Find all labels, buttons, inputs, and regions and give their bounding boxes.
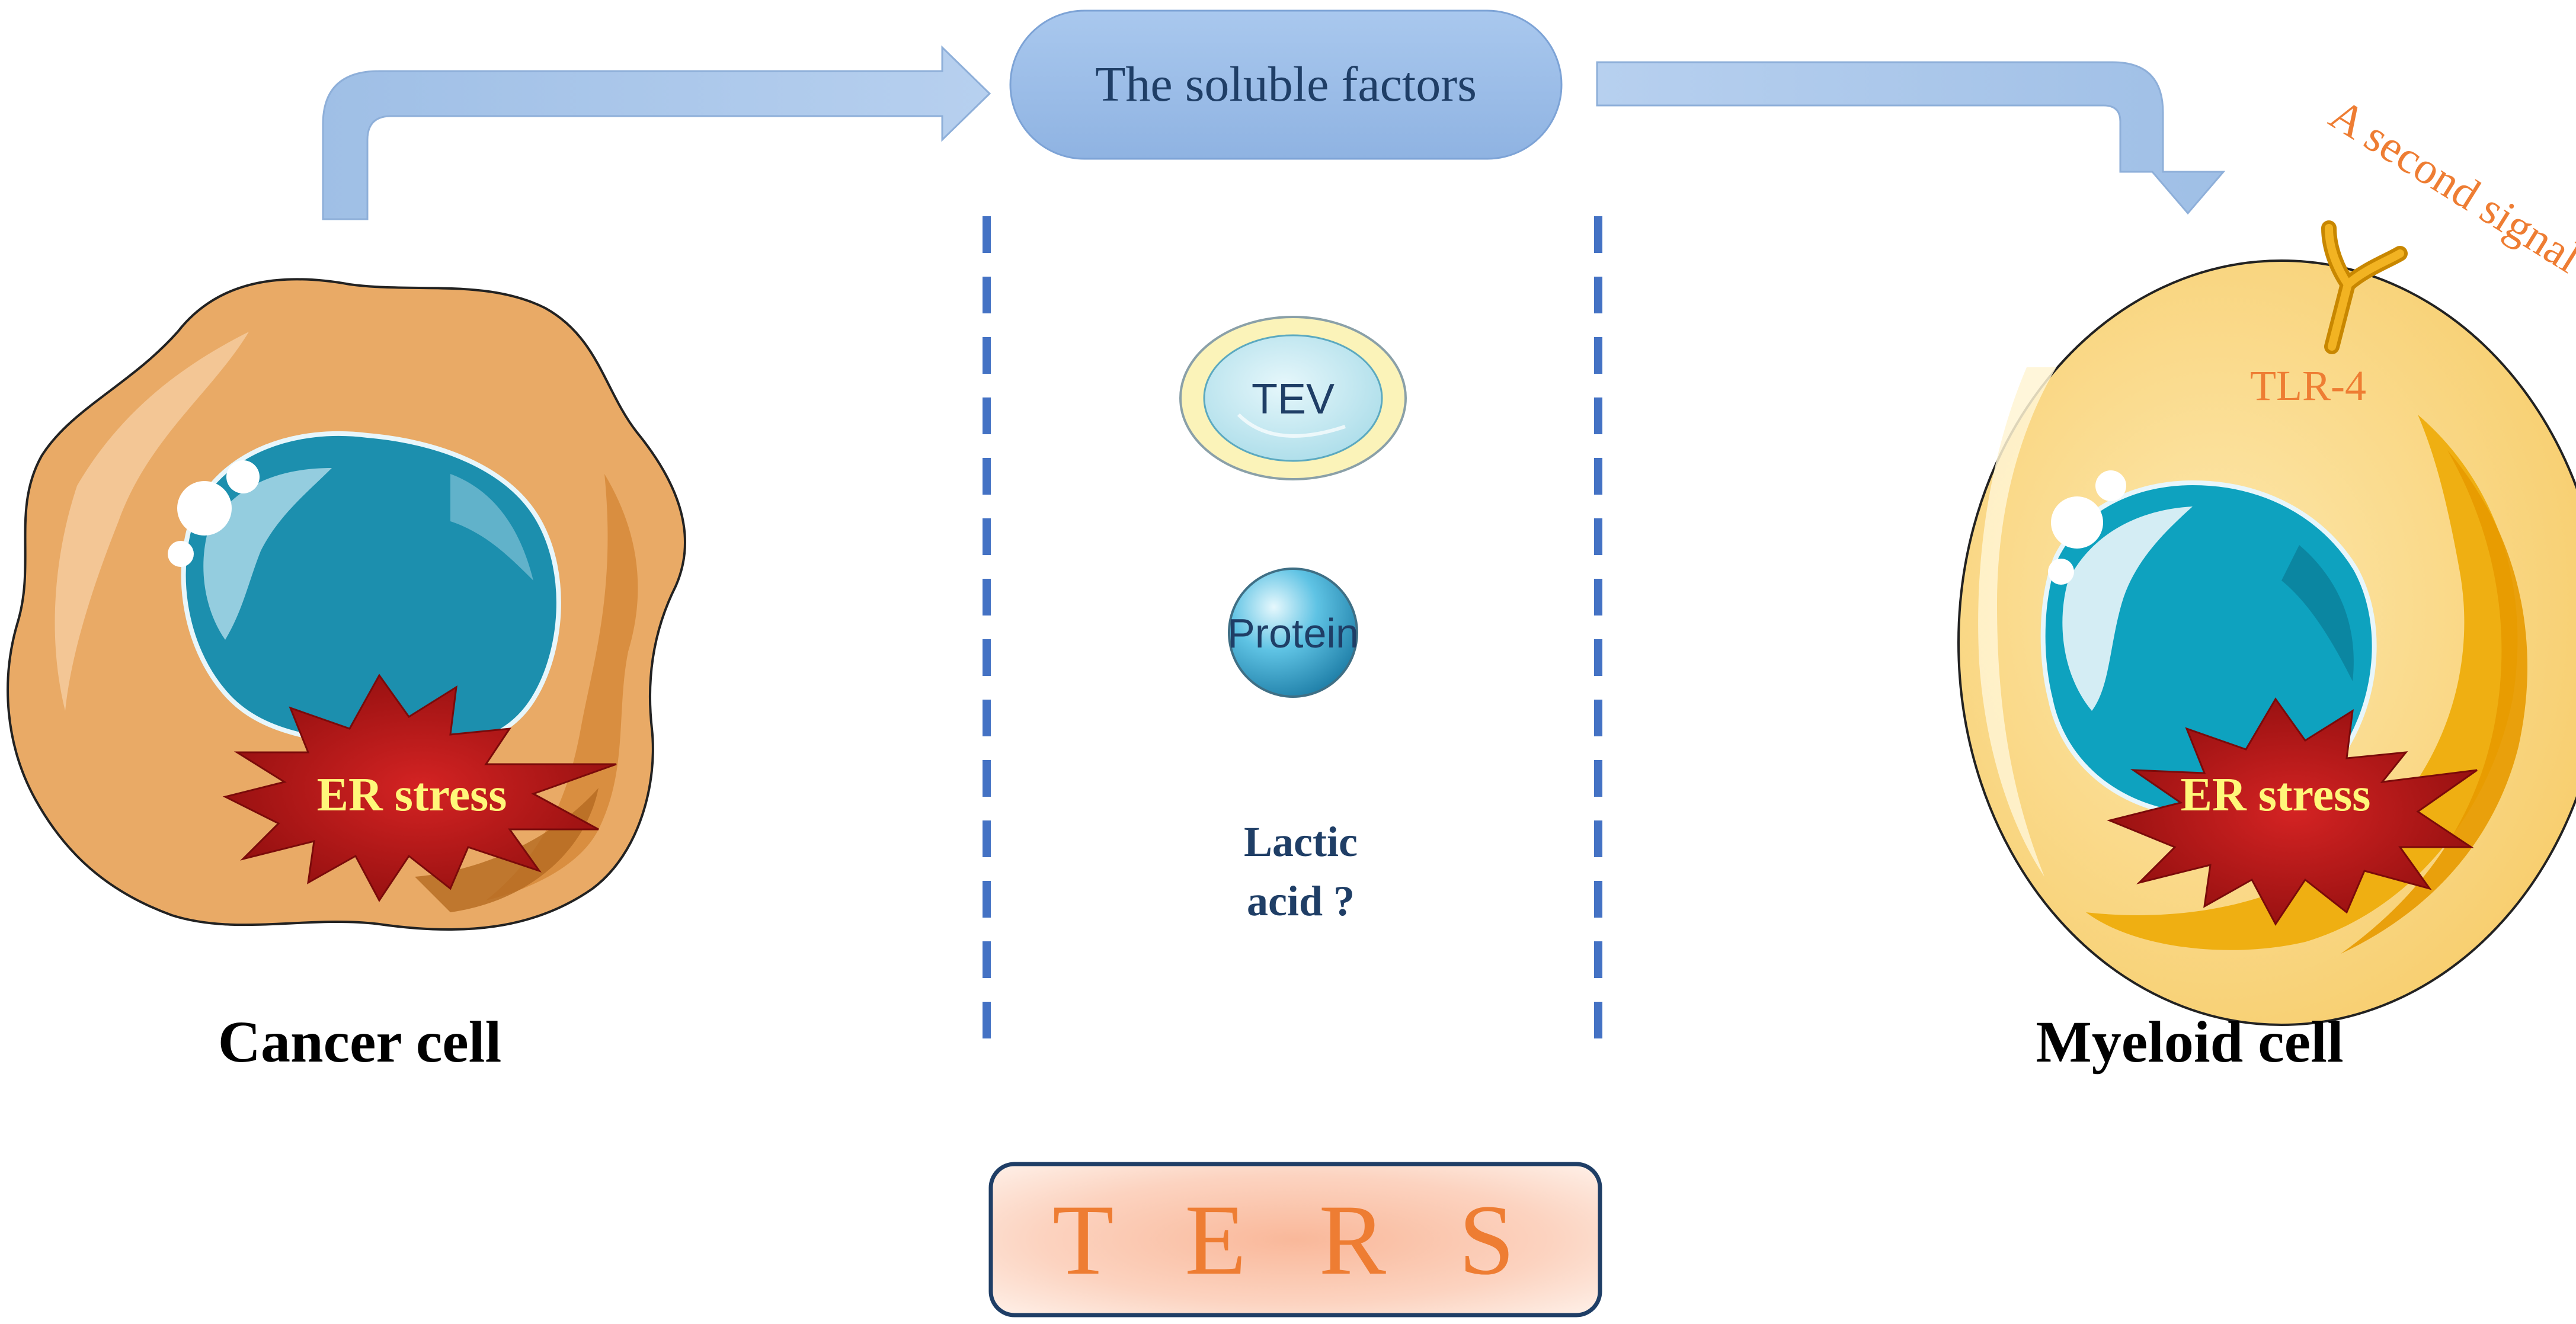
cancer-er-stress-label: ER stress: [317, 769, 507, 821]
ters-label: T E R S: [1052, 1184, 1538, 1296]
tev-vesicle: TEV: [1179, 316, 1407, 480]
cancer-er-stress-burst: [222, 674, 617, 902]
myeloid-cell-label: Myeloid cell: [2036, 1009, 2343, 1075]
myeloid-er-stress-burst: [2107, 697, 2478, 926]
right-flow-arrow: [1596, 61, 2226, 215]
cancer-cell: ER stress: [7, 278, 686, 931]
cancer-cell-label: Cancer cell: [218, 1009, 502, 1075]
ters-box: T E R S: [988, 1162, 1602, 1317]
tev-label: TEV: [1252, 376, 1335, 423]
myeloid-er-stress-label: ER stress: [2181, 769, 2371, 821]
protein-label: Protein: [1227, 610, 1359, 656]
left-flow-arrow: [322, 45, 991, 220]
second-signal-label: A second signal: [2321, 89, 2576, 283]
soluble-factors-pill: The soluble factors: [1009, 9, 1563, 160]
soluble-factors-label: The soluble factors: [1095, 57, 1477, 112]
lactic-acid-label-line1: Lactic: [1244, 818, 1358, 865]
lactic-acid-label-line2: acid ?: [1247, 877, 1355, 925]
tlr4-label: TLR-4: [2250, 362, 2366, 409]
protein-sphere: Protein: [1227, 568, 1359, 698]
myeloid-cell: ER stress TLR-4: [1957, 220, 2576, 1026]
